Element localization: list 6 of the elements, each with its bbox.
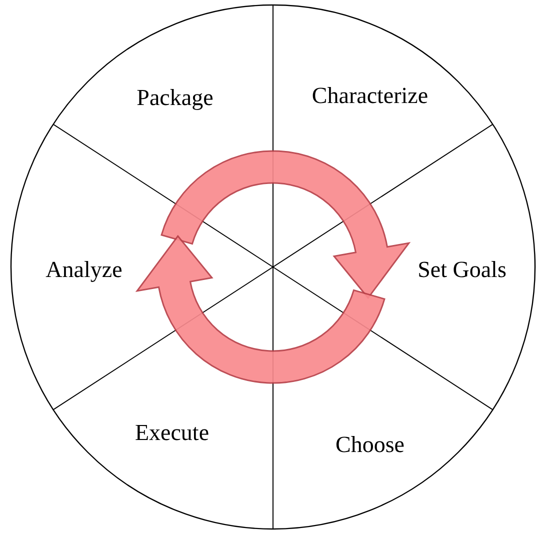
sector-label: Characterize — [312, 83, 428, 108]
sector-label: Execute — [134, 420, 210, 445]
sector-label: Analyze — [46, 257, 122, 282]
sector-label: Package — [136, 85, 214, 110]
sector-label: Set Goals — [418, 257, 506, 282]
sector-label: Choose — [336, 432, 404, 457]
